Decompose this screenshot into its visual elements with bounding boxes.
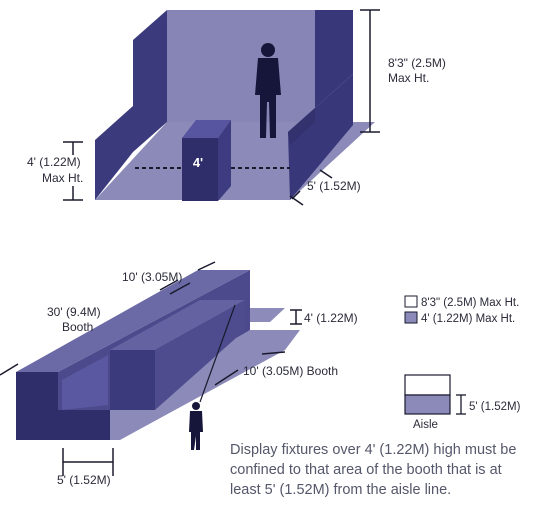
bottom-guide-line bbox=[199, 304, 236, 403]
bottom-long-top bbox=[16, 270, 250, 372]
legend: 8'3" (2.5M) Max Ht. 4' (1.22M) Max Ht. bbox=[404, 295, 519, 325]
bottom-right-low-top bbox=[240, 308, 285, 322]
top-tall-height-label: 8'3" (2.5M) bbox=[388, 56, 446, 70]
aisle-inset: 5' (1.52M) Aisle bbox=[404, 374, 521, 431]
bottom-mid-block-front bbox=[110, 350, 155, 410]
bottom-mid-block-top bbox=[110, 300, 245, 350]
bottom-length-label: 30' (9.4M) bbox=[47, 305, 101, 319]
top-tall-height-sub: Max Ht. bbox=[388, 71, 429, 85]
legend-tall-swatch bbox=[404, 295, 418, 308]
bottom-inner-panel bbox=[62, 355, 108, 410]
top-block-side bbox=[218, 120, 231, 201]
bottom-front-block bbox=[16, 372, 110, 440]
top-left-tall-wall bbox=[133, 10, 167, 152]
bottom-booth-diagram: 10' (3.05M) 30' (9.4M) Booth 4' (1.22M) … bbox=[0, 261, 358, 487]
top-block-front bbox=[182, 138, 218, 201]
note-line-2: confined to that area of the booth that … bbox=[230, 462, 502, 478]
top-low-height-dimension bbox=[63, 141, 83, 201]
bottom-person-figure bbox=[189, 402, 203, 450]
top-back-wall bbox=[167, 10, 315, 122]
bottom-front-depth-label: 5' (1.52M) bbox=[57, 473, 111, 487]
top-left-low-wall bbox=[95, 106, 133, 200]
note-line-1: Display fixtures over 4' (1.22M) high mu… bbox=[230, 442, 517, 458]
top-person-figure bbox=[255, 43, 281, 138]
legend-low-label: 4' (1.22M) Max Ht. bbox=[421, 313, 515, 325]
bottom-length-sub: Booth bbox=[62, 320, 93, 334]
top-block-top bbox=[182, 120, 231, 138]
bottom-front-depth-dimension bbox=[62, 448, 114, 476]
display-fixture-note: Display fixtures over 4' (1.22M) high mu… bbox=[230, 440, 540, 500]
top-depth-dimension bbox=[289, 169, 333, 206]
bottom-right-height-dimension bbox=[290, 309, 302, 325]
top-right-tall-wall bbox=[315, 10, 353, 108]
aisle-label: Aisle bbox=[413, 419, 438, 431]
bottom-booth-width-dimension bbox=[214, 351, 286, 386]
legend-tall-label: 8'3" (2.5M) Max Ht. bbox=[421, 297, 519, 309]
legend-low-swatch bbox=[404, 311, 418, 324]
aisle-depth-label: 5' (1.52M) bbox=[469, 401, 521, 413]
bottom-right-height-label: 4' (1.22M) bbox=[304, 311, 358, 325]
top-block-label: 4' bbox=[193, 155, 203, 170]
aisle-depth-dimension bbox=[456, 394, 466, 415]
bottom-booth-width-label: 10' (3.05M) Booth bbox=[243, 364, 338, 378]
aisle-inset-lower bbox=[404, 394, 451, 415]
bottom-top-width-dimension bbox=[169, 261, 216, 295]
top-right-wall-inner bbox=[288, 108, 315, 145]
aisle-inset-upper bbox=[404, 374, 451, 396]
top-low-height-sub: Max Ht. bbox=[42, 171, 83, 185]
top-booth-diagram: 4' 8'3" (2.5M) Max Ht. 4' (1.22M) Max Ht… bbox=[27, 9, 446, 206]
bottom-mid-block-side bbox=[155, 300, 245, 410]
top-low-height-label: 4' (1.22M) bbox=[27, 155, 81, 169]
top-depth-label: 5' (1.52M) bbox=[307, 179, 361, 193]
top-right-wall bbox=[288, 74, 353, 200]
note-line-3: least 5' (1.52M) from the aisle line. bbox=[230, 482, 452, 498]
bottom-length-dimension bbox=[0, 279, 179, 376]
bottom-top-width-label: 10' (3.05M) bbox=[122, 270, 182, 284]
top-tall-height-dimension bbox=[360, 9, 380, 133]
